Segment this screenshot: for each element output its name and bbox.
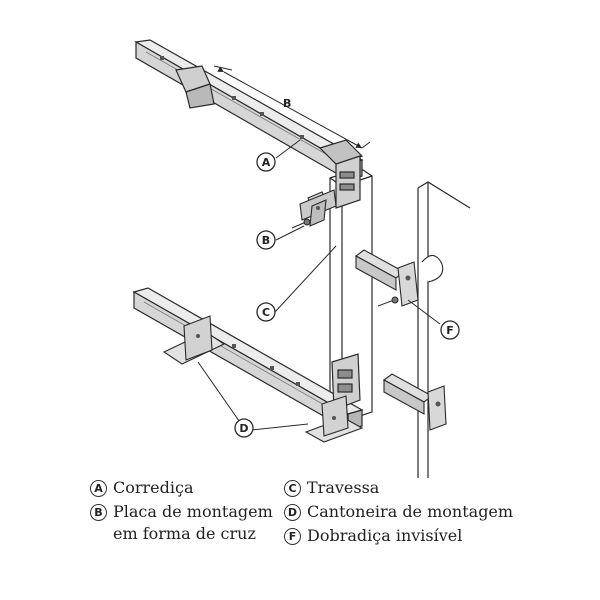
callout-a-text: A	[262, 156, 271, 169]
screw-f	[377, 296, 399, 307]
legend-label-b-continued: em forma de cruz	[113, 524, 256, 543]
callout-f-text: F	[446, 324, 454, 337]
legend-label-d: Cantoneira de montagem	[307, 502, 514, 521]
legend-label-f: Dobradiça invisível	[307, 526, 463, 545]
screw-b	[291, 218, 311, 229]
leader-lines	[197, 139, 441, 431]
dimension-b-label: B	[283, 97, 291, 110]
callout-f: F	[440, 320, 460, 340]
legend-label-b: Placa de montagem	[113, 502, 273, 521]
legend-label-a: Corrediça	[113, 478, 194, 497]
callout-c-text: C	[262, 306, 270, 319]
invisible-hinge-lower	[382, 373, 447, 431]
cross-mounting-plate-b	[299, 189, 337, 227]
callout-d: D	[234, 418, 254, 438]
legend-item-a: A Corrediça	[90, 478, 273, 502]
legend-item-b: B Placa de montagem	[90, 502, 273, 526]
angle-bracket-d-rear	[304, 395, 364, 443]
assembly-diagram: B	[132, 39, 471, 478]
callout-a: A	[256, 152, 276, 172]
cabinet-side-panel	[417, 181, 471, 478]
callout-b-text: B	[262, 234, 270, 247]
legend-column-left: A Corrediça B Placa de montagem em forma…	[90, 478, 273, 544]
parts-legend: A Corrediça B Placa de montagem em forma…	[0, 478, 600, 588]
legend-letter-b: B	[90, 504, 107, 521]
drawer-slide-a	[134, 39, 364, 209]
legend-item-f: F Dobradiça invisível	[284, 526, 513, 550]
angle-bracket-d-front	[162, 315, 226, 365]
legend-letter-d: D	[284, 504, 301, 521]
dimension-b	[213, 65, 371, 149]
callout-d-text: D	[239, 422, 248, 435]
legend-letter-a: A	[90, 480, 107, 497]
legend-column-right: C Travessa D Cantoneira de montagem F Do…	[284, 478, 513, 550]
legend-label-c: Travessa	[307, 478, 380, 497]
legend-letter-f: F	[284, 528, 301, 545]
invisible-hinge-f-upper	[354, 249, 444, 307]
legend-item-c: C Travessa	[284, 478, 513, 502]
callout-b: B	[256, 230, 276, 250]
callout-c: C	[256, 302, 276, 322]
legend-letter-c: C	[284, 480, 301, 497]
legend-item-d: D Cantoneira de montagem	[284, 502, 513, 526]
